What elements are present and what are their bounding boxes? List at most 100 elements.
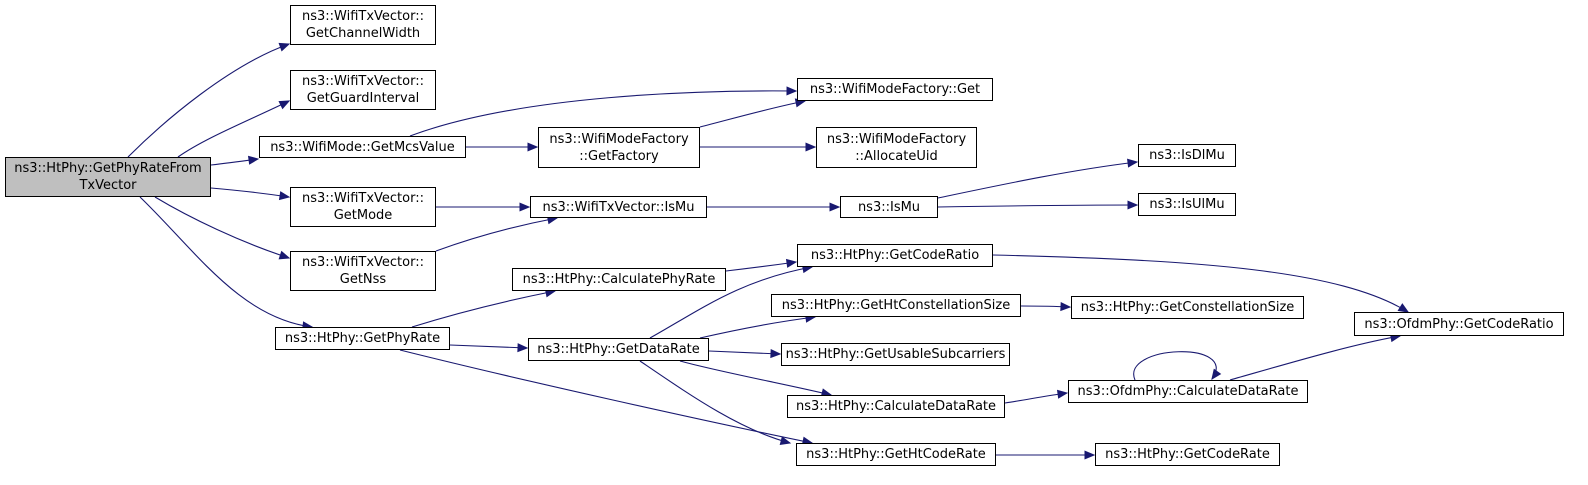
node-wifitxvector-getguardinterval[interactable]: ns3::WifiTxVector:: GetGuardInterval <box>290 70 436 110</box>
edge-arrowhead <box>517 343 529 353</box>
edge-root-to-htGetPhyRate <box>139 196 313 328</box>
node-root-getphyratefromtxvector: ns3::HtPhy::GetPhyRateFrom TxVector <box>5 157 211 197</box>
node-wifimodefactory-get[interactable]: ns3::WifiModeFactory::Get <box>797 78 993 101</box>
edge-htGetPhyRate-to-getDataRate <box>449 344 528 349</box>
node-label-line: ns3::IsMu <box>857 199 921 215</box>
node-label-line: ns3::OfdmPhy::GetCodeRatio <box>1364 316 1554 332</box>
node-label-line: TxVector <box>79 178 137 193</box>
edge-getNss-to-txIsMu <box>435 217 558 252</box>
edge-htGetPhyRate-to-getHtCodeRate <box>399 349 813 444</box>
node-wifimode-getmcsvalue[interactable]: ns3::WifiMode::GetMcsValue <box>259 136 466 158</box>
node-ismu[interactable]: ns3::IsMu <box>840 196 938 218</box>
node-label-line: ns3::HtPhy::CalculateDataRate <box>795 399 997 414</box>
edge-isMu-to-isDlMu <box>937 161 1138 199</box>
edge-getDataRate-to-getUsableSub <box>708 350 781 355</box>
node-htphy-gethtcoderate[interactable]: ns3::HtPhy::GetHtCodeRate <box>796 443 996 466</box>
node-wifimodefactory-getfactory[interactable]: ns3::WifiModeFactory ::GetFactory <box>538 127 700 168</box>
node-label-line: ns3::HtPhy::GetPhyRate <box>284 331 441 346</box>
node-label-line: ns3::WifiTxVector:: <box>301 191 424 206</box>
node-htphy-getusablesubcarriers[interactable]: ns3::HtPhy::GetUsableSubcarriers <box>781 343 1010 366</box>
node-label-line: GetGuardInterval <box>306 91 420 106</box>
edge-arrowhead <box>785 258 798 268</box>
node-label-line: ns3::HtPhy::GetUsableSubcarriers <box>785 347 1006 362</box>
node-label-line: ns3::WifiMode::GetMcsValue <box>270 139 455 155</box>
node-label-line: ns3::HtPhy::GetCodeRatio <box>810 248 980 263</box>
edge-root-to-getMode <box>210 187 290 198</box>
edge-getDataRate-to-getHtConstSize <box>699 316 816 339</box>
node-htphy-gethtconstellationsize[interactable]: ns3::HtPhy::GetHtConstellationSize <box>771 294 1021 317</box>
node-wifitxvector-ismu[interactable]: ns3::WifiTxVector::IsMu <box>530 196 707 218</box>
edge-arrowhead <box>829 202 841 212</box>
edge-getDataRate-to-getCodeRatio <box>649 266 813 339</box>
edge-root-to-getGuardInterval <box>177 100 290 158</box>
node-label-line: GetChannelWidth <box>305 26 421 41</box>
edge-arrowhead <box>519 202 531 212</box>
edge-getMcsValue-to-wmfGet <box>409 90 797 137</box>
edge-arrowhead <box>1127 200 1139 210</box>
edge-getDataRate-to-calcDataRate <box>679 360 832 396</box>
edge-arrowhead <box>1084 450 1096 460</box>
edge-wmfGetFactory-to-wmfGet <box>699 100 806 128</box>
node-htphy-getphyrate[interactable]: ns3::HtPhy::GetPhyRate <box>275 327 450 350</box>
node-label-line: ns3::HtPhy::GetCodeRate <box>1105 447 1270 462</box>
node-label-line: GetMode <box>333 208 393 223</box>
node-isulmu[interactable]: ns3::IsUlMu <box>1138 193 1236 216</box>
node-label-line: ns3::WifiTxVector::IsMu <box>542 199 695 215</box>
edge-ofdmCalcDataRate-to-ofdmCalcDataRate <box>1133 351 1217 381</box>
edge-arrowhead <box>278 191 291 201</box>
edge-arrowhead <box>779 436 792 446</box>
edge-getDataRate-to-getHtCodeRate <box>639 360 791 444</box>
node-label-line: ns3::HtPhy::CalculatePhyRate <box>522 272 716 287</box>
node-label-line: GetNss <box>339 272 387 287</box>
node-isdlmu[interactable]: ns3::IsDlMu <box>1138 144 1236 167</box>
node-label-line: ns3::WifiTxVector:: <box>301 74 424 89</box>
edge-arrowhead <box>1397 303 1410 313</box>
node-htphy-getcoderate[interactable]: ns3::HtPhy::GetCodeRate <box>1095 443 1280 466</box>
node-htphy-getconstellationsize[interactable]: ns3::HtPhy::GetConstellationSize <box>1071 296 1304 319</box>
node-label-line: ns3::WifiTxVector:: <box>301 9 424 24</box>
edge-calcPhyRate-to-getCodeRatio <box>725 261 797 272</box>
edge-arrowhead <box>1060 301 1072 312</box>
node-wifimodefactory-allocateuid[interactable]: ns3::WifiModeFactory ::AllocateUid <box>816 127 977 168</box>
edge-arrowhead <box>527 142 539 152</box>
node-label-line: ns3::HtPhy::GetHtCodeRate <box>806 447 986 462</box>
node-label-line: ::AllocateUid <box>855 148 938 164</box>
node-htphy-calculatephyrate[interactable]: ns3::HtPhy::CalculatePhyRate <box>512 268 726 291</box>
edge-arrowhead <box>1211 368 1222 381</box>
edge-ofdmCalcDataRate-to-ofdmGetCodeRatio <box>1229 335 1401 381</box>
edge-htGetPhyRate-to-calcPhyRate <box>411 290 556 328</box>
node-label-line: ns3::HtPhy::GetHtConstellationSize <box>781 298 1011 313</box>
node-label-line: ns3::OfdmPhy::CalculateDataRate <box>1077 384 1299 399</box>
edge-arrowhead <box>278 42 291 52</box>
node-ofdmphy-getcoderatio[interactable]: ns3::OfdmPhy::GetCodeRatio <box>1354 312 1564 336</box>
edge-root-to-getNss <box>154 196 290 259</box>
edge-arrowhead <box>786 86 798 96</box>
node-label-line: ns3::IsUlMu <box>1149 197 1225 212</box>
edge-getCodeRatio-to-ofdmGetCodeRatio <box>992 254 1409 313</box>
node-wifitxvector-getchannelwidth[interactable]: ns3::WifiTxVector:: GetChannelWidth <box>290 5 436 45</box>
node-label-line: ns3::HtPhy::GetDataRate <box>537 342 700 357</box>
edge-arrowhead <box>278 250 291 260</box>
node-label-line: ns3::HtPhy::GetConstellationSize <box>1080 300 1295 315</box>
node-htphy-calculatedatarate[interactable]: ns3::HtPhy::CalculateDataRate <box>787 395 1005 418</box>
node-label-line: ::GetFactory <box>579 148 659 164</box>
edge-arrowhead <box>805 142 817 152</box>
edge-root-to-getChannelWidth <box>127 43 290 158</box>
edge-isMu-to-isUlMu <box>937 204 1138 208</box>
edge-arrowhead <box>770 349 782 359</box>
node-ofdmphy-calculatedatarate[interactable]: ns3::OfdmPhy::CalculateDataRate <box>1068 380 1308 403</box>
node-label-line: ns3::WifiTxVector:: <box>301 255 424 270</box>
node-label-line: ns3::WifiModeFactory::Get <box>809 82 981 97</box>
node-htphy-getcoderatio[interactable]: ns3::HtPhy::GetCodeRatio <box>797 244 993 267</box>
node-wifitxvector-getmode[interactable]: ns3::WifiTxVector:: GetMode <box>290 187 436 227</box>
edge-arrowhead <box>1127 158 1139 168</box>
node-label-line: ns3::IsDlMu <box>1149 148 1225 163</box>
node-wifitxvector-getnss[interactable]: ns3::WifiTxVector:: GetNss <box>290 251 436 291</box>
edge-arrowhead <box>247 155 260 165</box>
edge-arrowhead <box>1056 389 1069 399</box>
edge-arrowhead <box>278 100 291 110</box>
node-label-line: ns3::HtPhy::GetPhyRateFrom <box>14 161 202 176</box>
node-htphy-getdatarate[interactable]: ns3::HtPhy::GetDataRate <box>528 338 709 361</box>
